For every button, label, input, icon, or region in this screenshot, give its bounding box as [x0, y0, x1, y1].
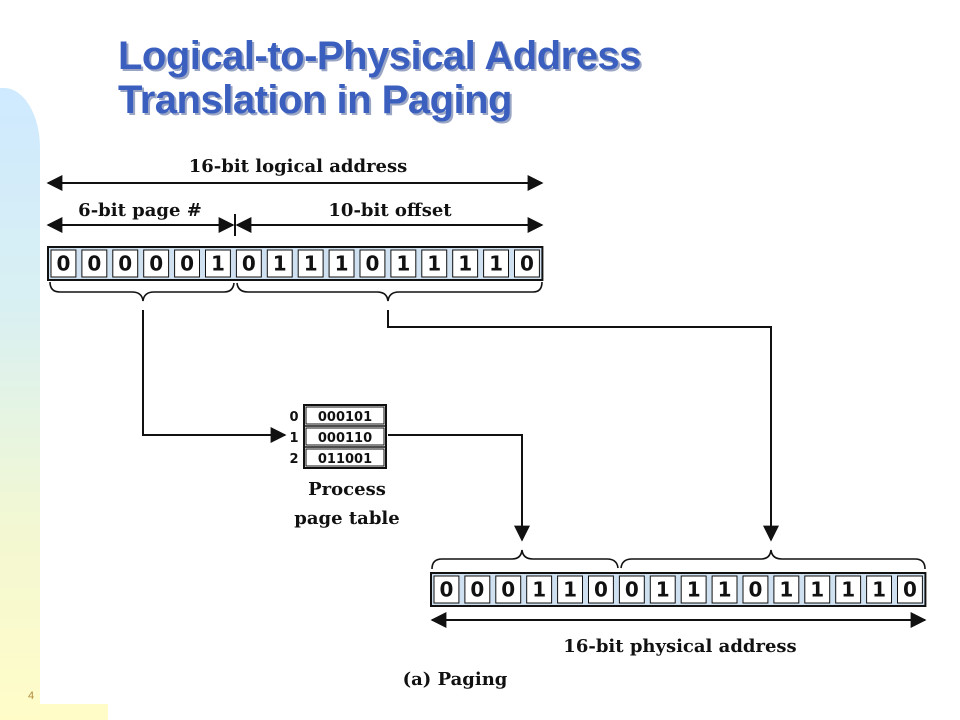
physical-bit-bit: 0 — [594, 578, 608, 602]
physical-bit-cell — [835, 575, 862, 604]
offset-to-physical-arrow — [387, 310, 779, 542]
page-number-to-table-arrow — [142, 310, 287, 443]
offset-field-brace — [236, 281, 543, 302]
physical-bit-bit: 0 — [748, 578, 762, 602]
logical-bit-bit: 0 — [365, 252, 379, 276]
logical-bit-cell — [483, 249, 510, 278]
slide-title-line-2: Translation in Paging — [118, 78, 512, 122]
decorative-side-strip — [0, 88, 40, 720]
logical-address-label: 16-bit logical address — [189, 156, 408, 177]
physical-bit-bit: 1 — [810, 578, 824, 602]
physical-offset-brace — [620, 549, 926, 570]
physical-bit-bit: 1 — [872, 578, 886, 602]
physical-bit-cell — [680, 575, 707, 604]
logical-bit-cell — [328, 249, 355, 278]
logical-bit-cell — [514, 249, 540, 278]
page-table-index-2: 2 — [289, 452, 298, 467]
logical-bit-bit: 1 — [396, 252, 410, 276]
logical-bit-cell — [174, 249, 201, 278]
logical-bit-bit: 0 — [180, 252, 194, 276]
page-table-frame-0: 000101 — [318, 410, 372, 425]
page-table-index-1: 1 — [289, 431, 298, 446]
logical-bit-cell — [421, 249, 448, 278]
page-field-label: 6-bit page # — [78, 200, 202, 221]
physical-bit-cell — [773, 575, 800, 604]
physical-bit-bit: 1 — [718, 578, 732, 602]
page-table-caption-line-2: page table — [294, 508, 399, 529]
physical-bit-cell — [618, 575, 645, 604]
logical-bit-bit: 1 — [211, 252, 225, 276]
physical-bit-cell — [897, 575, 923, 604]
physical-bit-bit: 0 — [470, 578, 484, 602]
slide-title: Logical-to-Physical Address Translation … — [118, 34, 641, 122]
page-table-index-0: 0 — [289, 410, 298, 425]
physical-bit-cell — [866, 575, 892, 604]
physical-bit-bit: 1 — [841, 578, 855, 602]
decorative-bottom-block — [40, 704, 108, 720]
physical-bit-bit: 0 — [625, 578, 639, 602]
logical-bit-bit: 1 — [273, 252, 287, 276]
page-field-brace — [49, 281, 235, 302]
logical-bit-bit: 1 — [335, 252, 349, 276]
page-table-caption-line-1: Process — [308, 479, 386, 500]
page-table-frame-1: 000110 — [318, 431, 372, 446]
logical-bit-bit: 0 — [149, 252, 163, 276]
physical-bit-bit: 1 — [656, 578, 670, 602]
physical-bit-cell — [464, 575, 491, 604]
logical-bit-bit: 0 — [56, 252, 70, 276]
slide-title-line-1: Logical-to-Physical Address — [118, 34, 641, 78]
logical-bit-bit: 1 — [304, 252, 318, 276]
physical-bit-bit: 1 — [532, 578, 546, 602]
physical-bit-cell — [742, 575, 769, 604]
logical-bit-cell — [452, 249, 479, 278]
logical-bit-cell — [205, 249, 231, 278]
logical-bit-cell — [359, 249, 386, 278]
figure-caption: (a) Paging — [403, 669, 508, 690]
physical-bit-bit: 1 — [687, 578, 701, 602]
physical-bit-cell — [588, 575, 614, 604]
logical-bit-cell — [235, 249, 262, 278]
logical-bit-bit: 0 — [118, 252, 132, 276]
logical-bit-bit: 0 — [242, 252, 256, 276]
physical-bit-bit: 0 — [439, 578, 453, 602]
physical-bit-cell — [495, 575, 522, 604]
logical-bit-bit: 1 — [458, 252, 472, 276]
logical-bit-cell — [143, 249, 170, 278]
physical-bit-bit: 1 — [779, 578, 793, 602]
logical-bit-bit: 1 — [489, 252, 503, 276]
frame-to-physical-arrow — [388, 434, 530, 542]
physical-bit-cell — [711, 575, 738, 604]
physical-bit-cell — [433, 575, 460, 604]
physical-bit-cell — [557, 575, 583, 604]
frame-field-brace — [431, 549, 619, 570]
physical-bit-cell — [526, 575, 553, 604]
logical-bit-cell — [81, 249, 108, 278]
page-table-frame-2: 011001 — [318, 452, 372, 467]
physical-bit-bit: 1 — [563, 578, 577, 602]
physical-bit-bit: 0 — [501, 578, 515, 602]
logical-bit-cell — [112, 249, 139, 278]
offset-field-label: 10-bit offset — [328, 200, 452, 221]
logical-bit-cell — [390, 249, 417, 278]
physical-bit-cell — [804, 575, 831, 604]
logical-bit-cell — [50, 249, 77, 278]
logical-bit-bit: 0 — [520, 252, 534, 276]
process-page-table: 0 1 2 000101 000110 011001 — [289, 404, 387, 469]
physical-bit-bit: 0 — [903, 578, 917, 602]
logical-bit-cell — [266, 249, 293, 278]
page-number: 4 — [28, 690, 35, 702]
physical-bit-cell — [649, 575, 676, 604]
logical-bit-bit: 0 — [87, 252, 101, 276]
logical-bit-bit: 1 — [427, 252, 441, 276]
physical-address-label: 16-bit physical address — [563, 636, 796, 657]
logical-bit-cell — [297, 249, 324, 278]
